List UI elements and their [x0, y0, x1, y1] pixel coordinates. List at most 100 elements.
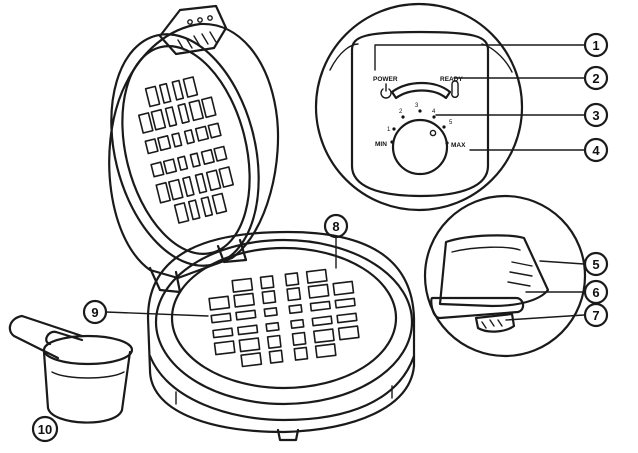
base-waffle-cell — [309, 300, 331, 312]
lid-waffle-cell — [155, 181, 171, 204]
svg-text:10: 10 — [38, 422, 52, 437]
lid-waffle-cell — [187, 199, 201, 221]
base-waffle-cell — [313, 328, 335, 344]
latch-detail — [423, 194, 587, 358]
lid-waffle-cell — [144, 138, 159, 155]
base-waffle-cell — [293, 346, 309, 361]
power-label: POWER — [373, 76, 398, 83]
lid-waffle-cell — [138, 112, 154, 134]
lid-waffle-cell — [162, 158, 178, 175]
base-waffle-cell — [305, 268, 328, 284]
svg-text:3: 3 — [592, 108, 599, 123]
base-waffle-cell — [266, 334, 282, 349]
callout-10: 10 — [31, 415, 59, 443]
base-waffle-cell — [263, 307, 278, 318]
lid — [108, 22, 280, 294]
min-label: MIN — [375, 141, 387, 148]
callout-8: 8 — [323, 213, 349, 239]
thermometer-icon — [451, 80, 459, 98]
lid-waffle-cell — [164, 106, 178, 128]
lid-waffle-cell — [200, 148, 215, 165]
dial-tick-4: 4 — [432, 109, 436, 115]
measuring-cup[interactable] — [8, 314, 134, 424]
svg-text:2: 2 — [592, 71, 599, 86]
lid-waffle-cell — [188, 99, 204, 122]
callout-leaders — [105, 44, 585, 321]
base-waffle-cell — [237, 324, 259, 336]
lid-waffle-cell — [205, 169, 222, 192]
svg-text:5: 5 — [592, 257, 599, 272]
callout-1: 1 — [583, 32, 609, 58]
base-waffle-cell — [311, 315, 333, 327]
lid-waffle-cell — [182, 76, 199, 98]
dial-tick-1: 1 — [387, 127, 391, 133]
lid-waffle-cell — [173, 202, 190, 224]
base-waffle-cell — [314, 343, 337, 359]
base-waffle-cell — [231, 277, 254, 293]
svg-text:7: 7 — [592, 308, 599, 323]
callout-9: 9 — [82, 299, 108, 325]
temperature-dial[interactable] — [391, 118, 449, 176]
control-panel-detail: POWER READY 1 2 3 4 5 MIN MAX — [314, 2, 524, 212]
lid-waffle-cell — [171, 79, 185, 101]
base-waffle-cell — [332, 280, 355, 296]
base-waffle-cell — [336, 312, 358, 324]
base-waffle-cell — [240, 352, 263, 368]
base — [146, 230, 416, 442]
base-waffle-cell — [286, 287, 302, 302]
callout-7: 7 — [583, 302, 609, 328]
lid-waffle-cell — [158, 82, 172, 104]
lid-waffle-cell — [177, 103, 190, 124]
lid-waffle-cell — [150, 161, 165, 178]
dial-tick-3: 3 — [415, 103, 419, 109]
base-waffle-cell — [334, 297, 356, 309]
lid-waffle-cell — [200, 196, 214, 218]
lid-waffle-cell — [189, 152, 201, 168]
base-waffle-cell — [268, 349, 284, 364]
svg-text:8: 8 — [332, 219, 339, 234]
base-waffle-cell — [290, 318, 305, 329]
callout-6: 6 — [583, 279, 609, 305]
lid-handle[interactable] — [158, 4, 228, 56]
max-label: MAX — [451, 142, 466, 149]
base-waffle-cell — [288, 304, 303, 315]
lid-waffle-cell — [177, 155, 189, 171]
latch-button[interactable] — [430, 296, 525, 320]
base-waffle-cell — [307, 283, 330, 299]
lid-waffle-cell — [213, 145, 228, 162]
lid-waffle-cell — [207, 122, 222, 139]
svg-text:6: 6 — [592, 285, 599, 300]
ready-label: READY — [440, 76, 463, 83]
lid-waffle-cell — [218, 166, 234, 188]
base-waffle-cell — [291, 331, 307, 346]
base-waffle-cell — [208, 295, 231, 311]
lid-waffle-cell — [144, 85, 161, 108]
lid-waffle-cell — [201, 96, 217, 119]
lid-waffle-cell — [168, 178, 184, 201]
base-waffle-cell — [212, 327, 234, 339]
base-waffle-cell — [213, 340, 236, 356]
base-waffle-grid — [208, 268, 360, 368]
lid-waffle-grid — [138, 76, 234, 224]
base-waffle-cell — [284, 272, 300, 287]
lid-waffle-cell — [183, 129, 195, 145]
lid-waffle-cell — [182, 176, 195, 197]
callout-3: 3 — [583, 102, 609, 128]
lid-waffle-cell — [157, 135, 172, 152]
base-waffle-cell — [337, 325, 360, 341]
callout-2: 2 — [583, 65, 609, 91]
base-waffle-cell — [261, 290, 277, 305]
lid-waffle-cell — [150, 108, 167, 131]
svg-text:1: 1 — [592, 38, 599, 53]
lid-waffle-cell — [211, 192, 228, 215]
lid-waffle-cell — [171, 132, 183, 148]
callout-5: 5 — [583, 251, 609, 277]
lid-waffle-cell — [194, 125, 210, 142]
base-waffle-cell — [259, 275, 275, 290]
dial-tick-2: 2 — [399, 109, 403, 115]
callout-4: 4 — [583, 137, 609, 163]
base-waffle-cell — [235, 309, 257, 321]
dial-indicator — [429, 129, 437, 137]
svg-text:4: 4 — [592, 143, 600, 158]
